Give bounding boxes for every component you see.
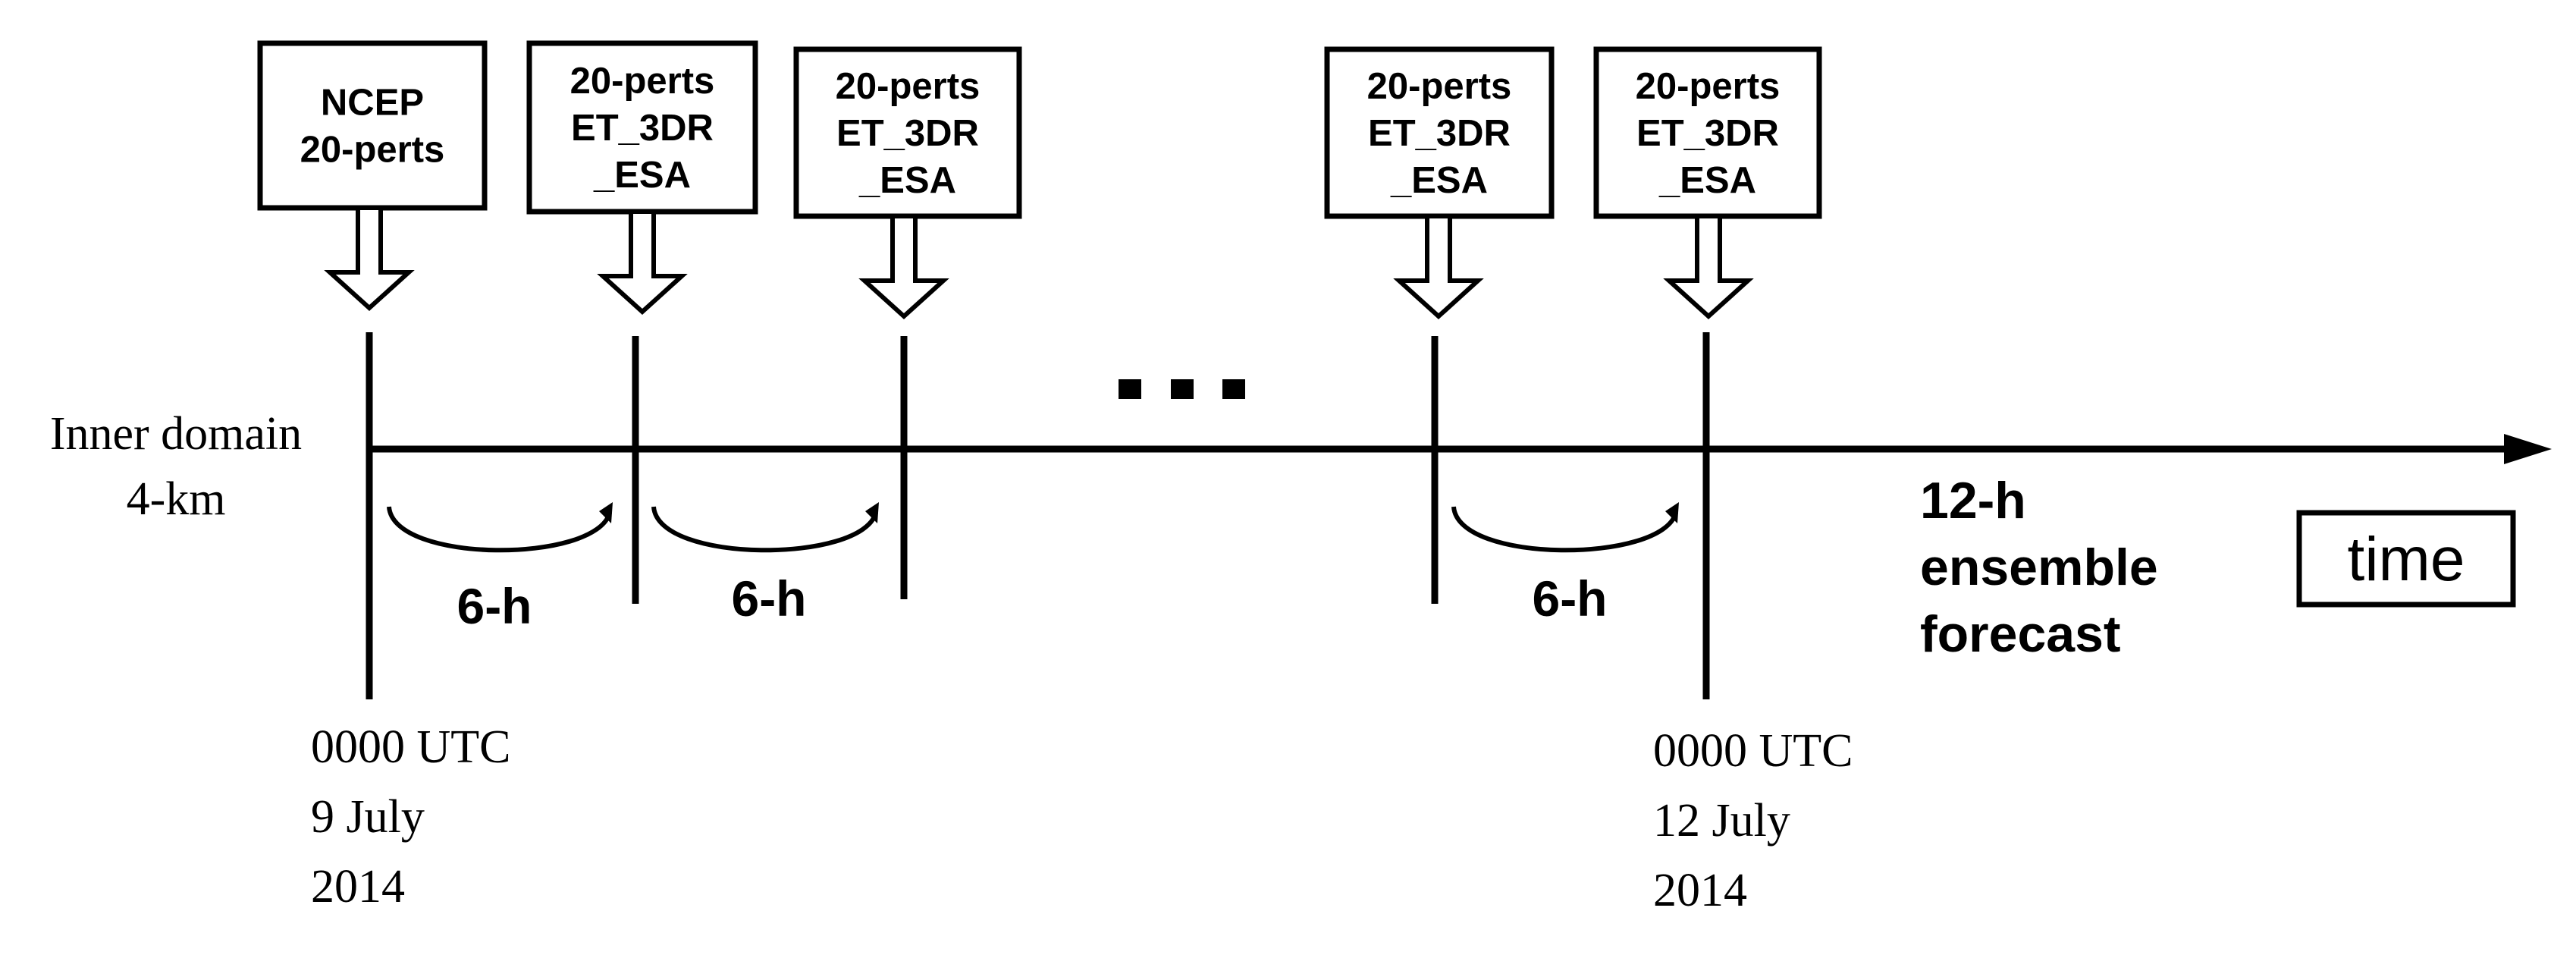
start-date-label: 0000 UTC (311, 721, 511, 773)
input-box-label: 20-perts (300, 130, 445, 171)
input-box (1324, 46, 1555, 219)
cycle-curve-arrowhead (865, 502, 879, 523)
start-date-label: 2014 (311, 861, 405, 913)
input-box (257, 40, 488, 211)
ellipsis-label: ... (1156, 362, 1187, 403)
ellipsis-dot (1222, 379, 1245, 399)
input-box-label: 20-perts (1367, 66, 1512, 107)
cycle-curve-arrowhead (1665, 502, 1679, 523)
input-boxes (257, 40, 2516, 608)
input-box-label: _ESA (1390, 160, 1488, 201)
hollow-down-arrow-icon (324, 206, 415, 312)
input-box (1593, 46, 1822, 219)
ellipsis-dot (1171, 379, 1194, 399)
end-date-label: 0000 UTC (1653, 725, 1853, 777)
cycle-curve-arrow (1451, 506, 1678, 553)
end-date-label: 12 July (1653, 795, 1790, 847)
domain-resolution-label: 4-km (127, 473, 226, 525)
input-box (526, 40, 758, 215)
input-box-label: 20-perts (570, 61, 715, 102)
hollow-down-arrow-icon (597, 209, 688, 316)
input-box-label: _ESA (593, 155, 691, 196)
forecast-label: 12-h (1920, 472, 2026, 529)
interval-label: 6-h (1533, 570, 1608, 627)
time-label-box (2296, 510, 2516, 608)
forecast-label: ensemble (1920, 539, 2158, 596)
input-box-label: ET_3DR (1636, 113, 1779, 154)
input-box-label: ET_3DR (1368, 113, 1511, 154)
input-box-label: NCEP (321, 83, 424, 124)
ellipsis-dot (1119, 379, 1141, 399)
timeline-lines (366, 332, 2552, 699)
input-box-label: _ESA (858, 160, 956, 201)
input-box-label: 20-perts (836, 66, 981, 107)
interval-label: 6-h (457, 578, 532, 634)
input-box-label: 20-perts (1636, 66, 1781, 107)
hollow-down-arrow-icon (1663, 214, 1754, 320)
text-labels: NCEP20-perts20-pertsET_3DR_ESA20-pertsET… (50, 61, 2465, 916)
domain-label: Inner domain (50, 408, 302, 460)
cycle-curve-arrowhead (599, 502, 613, 523)
forecast-label: forecast (1920, 605, 2121, 663)
input-box-label: ET_3DR (836, 113, 979, 154)
end-date-label: 2014 (1653, 865, 1747, 916)
cycle-curve-arrow (651, 506, 878, 553)
interval-label: 6-h (732, 570, 807, 627)
time-axis-arrowhead (2504, 434, 2552, 464)
input-box-label: ET_3DR (571, 108, 714, 149)
time-label: time (2348, 525, 2465, 594)
hollow-down-arrow-icon (1393, 214, 1484, 320)
input-box-label: _ESA (1658, 160, 1756, 201)
hollow-down-arrow-icon (858, 214, 949, 320)
cycle-curve-arrow (387, 506, 612, 553)
start-date-label: 9 July (311, 791, 425, 843)
